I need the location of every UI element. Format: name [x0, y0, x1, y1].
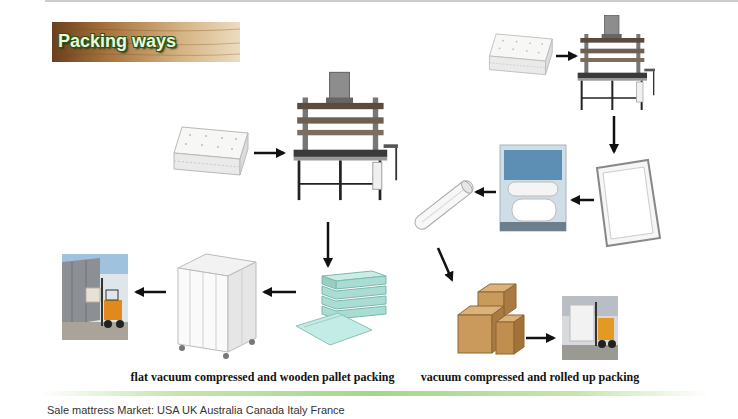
- pallet-picture: [216, 274, 217, 350]
- tray-picture: [603, 167, 653, 239]
- flow-arrow: [438, 248, 452, 280]
- pallet-picture: [249, 339, 255, 345]
- compressed-stack-picture: [296, 271, 386, 345]
- rolled-mattress-picture: [459, 179, 474, 195]
- pallet-picture: [190, 270, 191, 346]
- title-banner: [52, 54, 240, 55]
- pallet-picture: [178, 254, 256, 359]
- title-banner: [52, 22, 240, 62]
- truck-loading-photo: [62, 258, 100, 326]
- pallet-picture: [203, 272, 204, 348]
- forklift-photo: [562, 345, 618, 360]
- forklift-photo: [562, 296, 618, 360]
- truck-loading-photo: [62, 254, 128, 340]
- title-banner: [52, 22, 240, 62]
- mattress-picture: [174, 127, 248, 175]
- title-banner: [52, 29, 240, 31]
- tray-picture: [597, 160, 660, 246]
- rolling-machine-photo: [512, 199, 556, 221]
- carton-boxes-picture: [496, 322, 514, 354]
- rolled-mattress-picture: [422, 188, 466, 222]
- truck-loading-photo: [62, 254, 128, 340]
- forklift-photo: [562, 296, 618, 360]
- compressed-stack-picture: [296, 313, 372, 345]
- truck-loading-photo: [86, 288, 100, 302]
- truck-loading-photo: [72, 262, 73, 324]
- truck-loading-photo: [104, 300, 122, 320]
- rolling-machine-photo: [500, 222, 566, 231]
- pallet-picture: [223, 353, 229, 359]
- rolling-machine-photo: [500, 145, 566, 231]
- mattress-picture: [489, 34, 552, 75]
- compressed-stack-picture: [304, 314, 346, 327]
- flow-arrow: [526, 337, 554, 340]
- flow-arrow: [254, 152, 284, 155]
- pallet-picture: [228, 262, 256, 352]
- caption-underline: [40, 391, 710, 396]
- carton-boxes-picture: [458, 315, 492, 353]
- carton-boxes-picture: [514, 315, 524, 354]
- press-machine-picture: [578, 15, 655, 110]
- footer-note: Sale mattress Market: USA UK Australia C…: [47, 404, 727, 417]
- truck-loading-photo: [106, 290, 118, 300]
- forklift-photo: [570, 305, 594, 341]
- flow-arrow: [556, 55, 576, 58]
- pallet-picture: [179, 345, 185, 351]
- flow-arrow: [613, 116, 616, 152]
- truck-loading-photo: [101, 278, 103, 326]
- carton-boxes-picture: [504, 284, 516, 316]
- forklift-photo: [608, 340, 616, 348]
- truck-loading-photo: [104, 320, 112, 328]
- rolling-machine-photo: [500, 145, 566, 231]
- rolled-mattress-picture: [412, 178, 476, 232]
- caption-text: vacuum compressed and rolled up packing: [410, 369, 650, 385]
- forklift-photo: [598, 318, 614, 340]
- flow-arrow: [327, 222, 330, 266]
- flow-arrow: [572, 199, 594, 202]
- flow-arrow: [476, 191, 496, 194]
- carton-boxes-picture: [458, 284, 524, 354]
- truck-loading-photo: [116, 320, 124, 328]
- forklift-photo: [595, 302, 597, 346]
- flow-arrow: [136, 291, 166, 294]
- rolling-machine-photo: [508, 182, 558, 196]
- flow-arrow: [264, 291, 296, 294]
- top-rule: [45, 0, 738, 2]
- caption-text: flat vacuum compressed and wooden pallet…: [115, 369, 410, 385]
- press-machine-picture: [294, 72, 398, 200]
- rolled-mattress-picture: [412, 178, 476, 232]
- rolling-machine-photo: [504, 150, 562, 180]
- flow-arrow: [136, 153, 328, 292]
- pallet-picture: [242, 269, 243, 345]
- forklift-photo: [598, 340, 606, 348]
- tray-picture: [597, 160, 660, 246]
- banner-title: Packing ways: [58, 30, 176, 52]
- pallet-picture: [178, 268, 228, 352]
